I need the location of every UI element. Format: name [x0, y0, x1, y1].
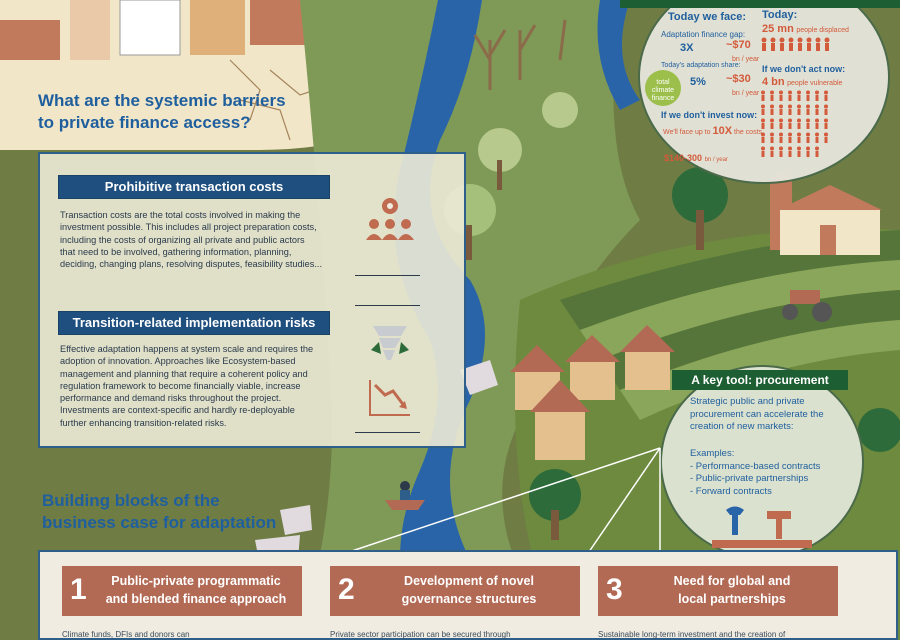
procurement-title: A key tool: procurement: [672, 370, 848, 390]
procurement-examples: Examples: - Performance-based contracts …: [690, 448, 820, 498]
text-line: Effective adaptation happens at system s…: [60, 344, 314, 354]
share-percent: 5%: [690, 76, 706, 88]
share-unit: bn / year: [732, 90, 760, 97]
building-block-1: 1 Public-private programmatic and blende…: [62, 566, 302, 616]
displaced: 25 mn people displaced: [762, 24, 849, 36]
building-blocks-heading: Building blocks of the business case for…: [42, 490, 276, 534]
block-label: Development of novel governance structur…: [364, 572, 574, 608]
building-block-2: 2 Development of novel governance struct…: [330, 566, 580, 616]
river-branch: [597, 0, 640, 110]
displaced-text: people displaced: [796, 27, 849, 34]
divider: [355, 305, 420, 306]
block-label-line: and blended finance approach: [105, 592, 287, 606]
today-we-face: Today we face:: [668, 11, 747, 23]
block-1-snippet: Climate funds, DFIs and donors can: [62, 630, 190, 639]
text-line: Investments are context-specific and har…: [60, 405, 295, 416]
text-line: deciding, changing plans, resolving disp…: [60, 259, 322, 270]
houses: [510, 325, 675, 460]
people-icons-grid: [761, 90, 828, 157]
block-label-line: Public-private programmatic: [111, 574, 281, 588]
barriers-heading-line1: What are the systemic barriers: [38, 91, 286, 110]
total-climate-finance-badge: total climate finance: [645, 70, 681, 106]
text-line: regulation framework to become financial…: [60, 380, 301, 391]
divider: [355, 432, 420, 433]
transition-risks-text: Effective adaptation happens at system s…: [60, 343, 360, 429]
share-label: Today's adaptation share:: [661, 62, 741, 69]
block-label: Need for global and local partnerships: [632, 572, 832, 608]
dont-act: If we don't act now:: [762, 64, 846, 74]
text-line: performance and demand risks throughout …: [60, 393, 282, 404]
face-multiplier: 10X: [712, 125, 733, 137]
vulnerable-num: 4 bn: [762, 76, 785, 88]
gap-label: Adaptation finance gap:: [661, 30, 746, 39]
example-item: - Forward contracts: [690, 485, 772, 497]
block-2-snippet: Private sector participation can be secu…: [330, 630, 511, 639]
cost-range: $140-300 bn / year: [664, 153, 728, 166]
displaced-num: 25 mn: [762, 23, 794, 35]
block-number: 3: [606, 573, 623, 606]
divider: [355, 275, 420, 276]
gap-unit: bn / year: [732, 56, 760, 63]
cost-unit: bn / year: [704, 157, 728, 163]
gap-multiplier: 3X: [680, 42, 694, 54]
tractor: [782, 290, 832, 322]
text-line: further enhancing transition-related ris…: [60, 417, 227, 428]
city-buildings: [0, 0, 360, 60]
text-line: Transaction costs are the total costs in…: [60, 210, 301, 220]
block-label-line: local partnerships: [678, 592, 786, 606]
dead-trees: [473, 19, 567, 90]
barriers-heading-line2: to private finance access?: [38, 113, 251, 132]
block-label-line: governance structures: [401, 592, 537, 606]
block-number: 1: [70, 573, 87, 606]
building-heading-line1: Building blocks of the: [42, 491, 220, 510]
stats-banner: [620, 0, 900, 8]
text-line: investment possible. This includes all p…: [60, 222, 317, 233]
vulnerable: 4 bn people vulnerable: [762, 77, 842, 89]
block-number: 2: [338, 573, 355, 606]
text-line: Strategic public and private: [690, 396, 805, 407]
block-label-line: Need for global and: [673, 574, 791, 588]
gap-value: ~$70: [726, 39, 751, 51]
procurement-intro: Strategic public and private procurement…: [690, 396, 824, 434]
tools-icon: [712, 506, 812, 548]
dont-invest: If we don't invest now:: [661, 110, 758, 120]
barriers-heading: What are the systemic barriers to privat…: [38, 90, 286, 134]
people-gear-icon: [366, 198, 414, 240]
share-value: ~$30: [726, 73, 751, 85]
block-3-snippet: Sustainable long-term investment and the…: [598, 630, 786, 639]
block-label-line: Development of novel: [404, 574, 534, 588]
face-up: We'll face up to: [663, 129, 711, 136]
tornado-icon: [371, 326, 409, 360]
building-block-3: 3 Need for global and local partnerships: [598, 566, 838, 616]
example-item: - Performance-based contracts: [690, 460, 821, 472]
building-heading-line2: business case for adaptation: [42, 513, 277, 532]
text-line: including the costs of organizing all pr…: [60, 234, 305, 245]
trees: [444, 92, 900, 540]
face-costs: the costs: [734, 129, 763, 136]
example-item: - Public-private partnerships: [690, 473, 809, 484]
text-line: procurement can accelerate the: [690, 408, 824, 420]
text-line: adoption of innovation. Approaches like …: [60, 356, 296, 367]
examples-label: Examples:: [690, 448, 735, 459]
declining-chart-icon: [369, 380, 410, 416]
barn: [770, 172, 882, 255]
today-label: Today:: [762, 9, 798, 21]
vulnerable-text: people vulnerable: [787, 80, 843, 87]
people-icons-row: [761, 37, 830, 51]
block-label: Public-private programmatic and blended …: [96, 572, 296, 608]
text-line: that need to be involved, gathering info…: [60, 246, 292, 257]
transition-risks-title: Transition-related implementation risks: [58, 311, 330, 335]
text-line: creation of new markets:: [690, 421, 794, 432]
text-line: management and planning that require a c…: [60, 368, 308, 379]
face-up-label: We'll face up to 10X the costs: [663, 126, 762, 138]
fishing-boat: [385, 481, 425, 510]
prohibitive-costs-title: Prohibitive transaction costs: [58, 175, 330, 199]
cost-range-value: $140-300: [664, 153, 703, 163]
prohibitive-costs-text: Transaction costs are the total costs in…: [60, 209, 360, 270]
